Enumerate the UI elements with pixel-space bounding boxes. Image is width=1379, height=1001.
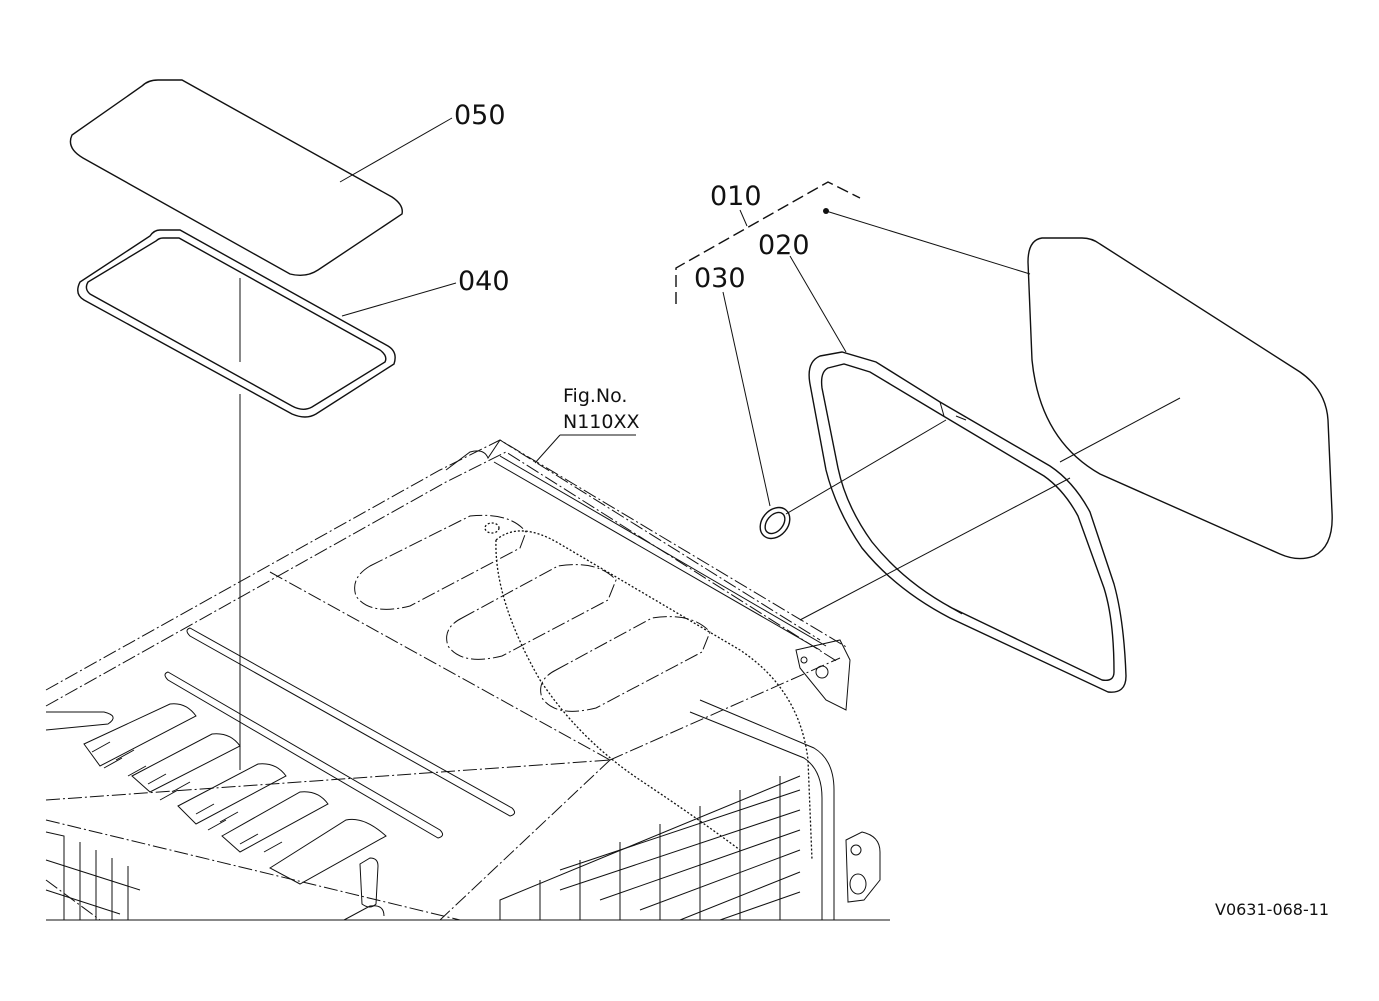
grille-cells-left — [91, 741, 283, 853]
part-050-cover-panel[interactable] — [69, 79, 403, 277]
part-010-window-panel[interactable] — [1027, 237, 1333, 560]
callout-040: 040 — [341, 266, 510, 317]
assembly-guide-lines-right — [785, 397, 1181, 621]
callout-020-label: 020 — [758, 230, 810, 261]
part-030-o-ring[interactable] — [754, 502, 796, 545]
callout-010-label: 010 — [710, 181, 762, 212]
callout-020: 020 — [758, 230, 847, 353]
drawing-code: V0631-068-11 — [1215, 900, 1329, 919]
callout-040-label: 040 — [458, 266, 510, 297]
callout-030: 030 — [694, 263, 771, 507]
callout-050: 050 — [339, 100, 506, 183]
callout-010-group-bracket: 010 — [675, 181, 1031, 304]
part-020-window-seal[interactable] — [808, 351, 1127, 693]
part-040-gasket[interactable] — [77, 229, 396, 418]
callout-030-label: 030 — [694, 263, 746, 294]
figure-reference-number: N110XX — [563, 411, 640, 433]
callout-050-label: 050 — [454, 100, 506, 131]
figure-reference[interactable]: Fig.No. N110XX — [534, 385, 640, 464]
housing-reference-outline — [45, 439, 890, 921]
figure-reference-title: Fig.No. — [563, 385, 627, 407]
